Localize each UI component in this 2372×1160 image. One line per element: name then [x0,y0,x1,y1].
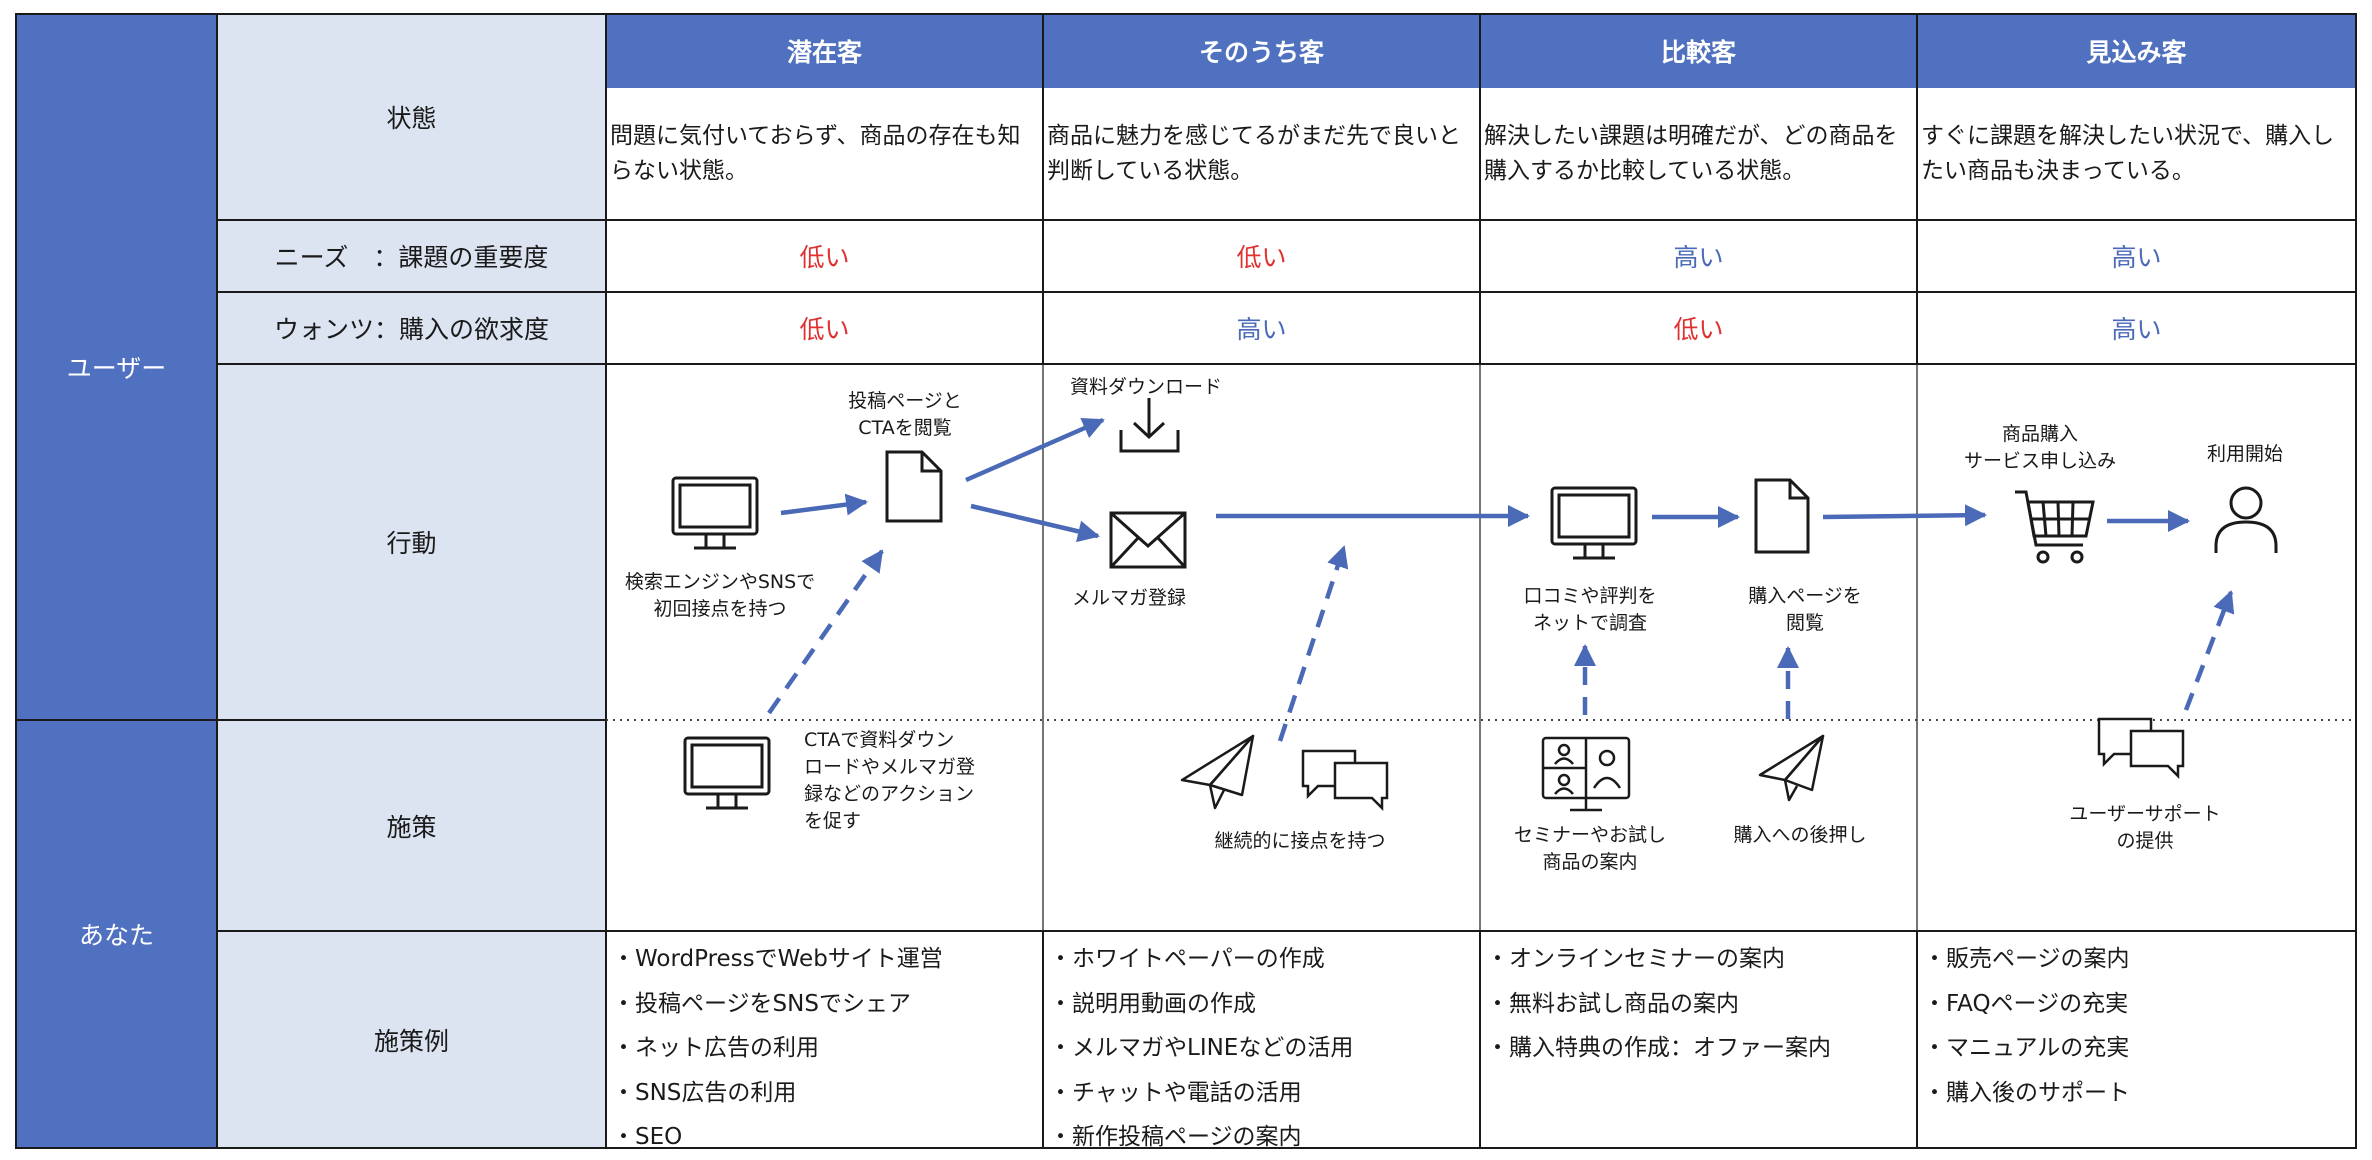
annotation-reviews-research: 口コミや評判を ネットで調査 [1523,585,1657,634]
chat-bubbles-icon [2097,717,2185,780]
column-header-someday: そのうち客 [1043,14,1480,88]
wants-latent: 低い [799,315,850,344]
state-prospect: すぐに課題を解決したい状況で、購入したい商品も決まっている。 [1921,123,2335,184]
download-icon [1119,398,1180,453]
annotation-continuous-contact: 継続的に接点を持つ [1214,830,1386,852]
mail-icon [1109,511,1187,569]
example-item: ・購入後のサポート [1923,1079,2130,1106]
row-label-needs: ニーズ ：課題の重要度 [217,220,606,292]
state-comparing: 解決したい課題は明確だが、どの商品を購入するか比較している状態。 [1484,123,1898,184]
example-item: ・オンラインセミナーの案内 [1486,946,1785,972]
column-header-comparing: 比較客 [1480,14,1917,88]
wants-prospect: 高い [2111,315,2162,344]
row-label-examples: 施策例 [217,931,606,1148]
table-grid [15,13,2357,1149]
paper-plane-icon [1180,734,1255,810]
chat-bubbles-icon [1301,749,1389,812]
paper-plane-icon [1758,734,1825,802]
example-item: ・FAQページの充実 [1923,990,2129,1017]
video-conference-icon [1541,736,1631,812]
examples-latent: ・WordPressでWebサイト運営 ・投稿ページをSNSでシェア ・ネット広… [606,931,1043,1150]
annotation-start-use: 利用開始 [2206,443,2283,465]
annotation-view-purchase-page: 購入ページを 閲覧 [1748,585,1862,634]
example-item: ・マニュアルの充実 [1923,1035,2130,1061]
example-item: ・WordPressでWebサイト運営 [612,946,943,972]
example-item: ・ホワイトペーパーの作成 [1049,946,1325,972]
wants-comparing: 低い [1673,315,1724,344]
examples-prospect: ・販売ページの案内 ・FAQページの充実 ・マニュアルの充実 ・購入後のサポート [1917,931,2356,1148]
annotation-cta-prompt: CTAで資料ダウン ロードやメルマガ登 録などのアクション を促す [804,729,976,832]
examples-comparing: ・オンラインセミナーの案内 ・無料お試し商品の案内 ・購入特典の作成：オファー案… [1480,931,1917,1148]
column-header-latent: 潜在客 [606,14,1043,88]
annotation-seminar-trial: セミナーやお試し 商品の案内 [1513,824,1666,873]
support-arrows [767,545,2235,742]
monitor-icon [1550,486,1638,560]
annotation-post-page-cta: 投稿ページと CTAを閲覧 [848,390,962,439]
state-someday: 商品に魅力を感じてるがまだ先で良いと判断している状態。 [1047,123,1461,184]
needs-comparing: 高い [1673,243,1724,272]
monitor-icon [683,736,771,810]
example-item: ・ネット広告の利用 [612,1035,819,1061]
example-item: ・新作投稿ページの案内 [1049,1124,1302,1150]
example-item: ・無料お試し商品の案内 [1486,990,1739,1017]
example-item: ・購入特典の作成：オファー案内 [1486,1035,1831,1061]
examples-someday: ・ホワイトペーパーの作成 ・説明用動画の作成 ・メルマガやLINEなどの活用 ・… [1043,931,1480,1150]
needs-someday: 低い [1236,243,1287,272]
example-item: ・メルマガやLINEなどの活用 [1049,1035,1354,1061]
example-item: ・SNS広告の利用 [612,1079,797,1106]
shopping-cart-icon [2015,490,2095,564]
annotation-search-first-contact: 検索エンジンやSNSで 初回接点を持つ [624,571,816,620]
row-label-measure: 施策 [217,720,606,931]
row-label-wants: ウォンツ：購入の欲求度 [217,292,606,364]
row-label-state: 状態 [217,14,606,220]
needs-latent: 低い [799,243,850,272]
row-label-action: 行動 [217,364,606,720]
monitor-icon [671,476,759,550]
state-latent: 問題に気付いておらず、商品の存在も知らない状態。 [610,123,1021,184]
user-icon [2214,486,2278,553]
column-header-prospect: 見込み客 [1917,14,2356,88]
annotation-download-material: 資料ダウンロード [1070,376,1223,398]
example-item: ・チャットや電話の活用 [1049,1079,1302,1106]
group-user: ユーザー [16,14,217,720]
example-item: ・販売ページの案内 [1923,946,2130,972]
document-icon [885,450,943,523]
needs-prospect: 高い [2111,243,2162,272]
group-you: あなた [16,720,217,1148]
wants-someday: 高い [1236,315,1287,344]
example-item: ・説明用動画の作成 [1049,990,1256,1017]
annotation-purchase-push: 購入への後押し [1733,824,1867,846]
annotation-newsletter-signup: メルマガ登録 [1072,587,1187,609]
example-item: ・投稿ページをSNSでシェア [612,990,911,1017]
flow-arrows [780,417,2190,543]
annotation-purchase-signup: 商品購入 サービス申し込み [1963,423,2116,472]
example-item: ・SEO [612,1124,683,1150]
document-icon [1754,478,1810,554]
annotation-user-support: ユーザーサポート の提供 [2069,803,2221,852]
